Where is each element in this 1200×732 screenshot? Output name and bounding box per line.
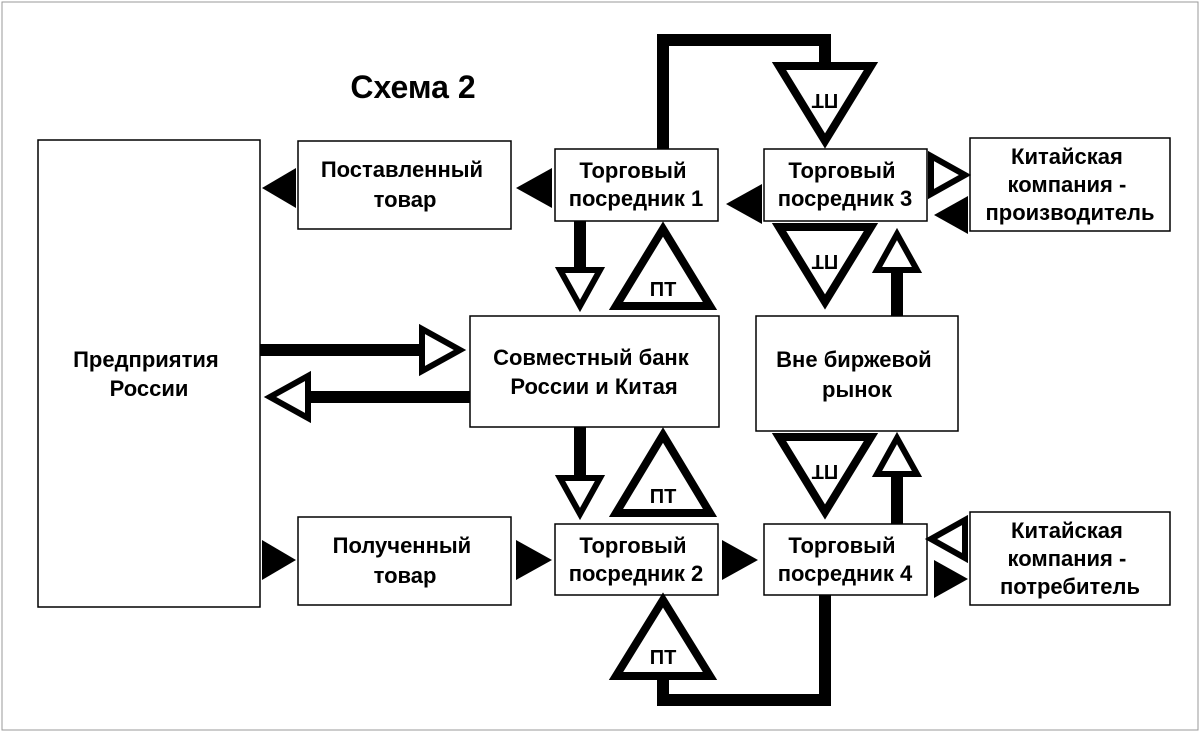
pt-label-top: ПТ: [812, 89, 839, 111]
node-cn-producer-line-2: компания -: [1008, 172, 1127, 197]
connector-trader1-top-loop: [657, 34, 831, 149]
node-supplied-goods-line-1: Поставленный: [321, 157, 483, 182]
arrowhead-producer-to-trader3: [928, 150, 972, 200]
node-bank: Совместный банк России и Китая: [469, 315, 720, 428]
arrowhead-otc-to-trader3: [871, 227, 923, 273]
node-bank-line-1: Совместный банк: [493, 345, 690, 370]
node-trader-1-line-2: посредник 1: [569, 186, 703, 211]
node-trader-2-line-2: посредник 2: [569, 561, 703, 586]
node-cn-consumer-line-2: компания -: [1008, 546, 1127, 571]
node-russia-line-1: Предприятия: [73, 347, 219, 372]
node-cn-consumer-line-3: потребитель: [1000, 574, 1140, 599]
arrowhead-trader2-to-trader4: [722, 540, 758, 580]
pt-triangle-middle-left: [608, 427, 718, 517]
svg-text:Торговый посредник 4: Торговый посредник 4: [778, 533, 913, 586]
pt-label-lower-right: ПТ: [812, 460, 839, 482]
svg-text:Вне биржевой рынок: Вне биржевой рынок: [776, 347, 938, 402]
node-bank-line-2: России и Китая: [510, 374, 677, 399]
node-trader-1-line-1: Торговый: [579, 158, 686, 183]
arrowhead-bank-to-trader2: [554, 475, 606, 521]
arrowhead-producer-to-trader3-solid: [934, 196, 968, 234]
node-cn-producer-line-3: производитель: [985, 200, 1154, 225]
node-trader-4: Торговый посредник 4: [763, 523, 928, 596]
node-cn-producer: Китайская компания - производитель: [969, 137, 1171, 232]
arrowhead-consumer-from-trader4: [924, 514, 968, 564]
node-russia-line-2: России: [110, 376, 189, 401]
svg-text:Поставленный товар: Поставленный товар: [321, 157, 489, 212]
node-received-goods-line-2: товар: [374, 563, 437, 588]
node-trader-2-line-1: Торговый: [579, 533, 686, 558]
node-trader-1: Торговый посредник 1: [554, 148, 719, 222]
arrowhead-trader4-to-consumer: [934, 560, 968, 598]
node-received-goods-line-1: Полученный: [333, 533, 472, 558]
pt-label-bottom: ПТ: [650, 647, 677, 669]
arrowhead-supplied-to-russia: [262, 168, 296, 208]
node-otc-line-1: Вне биржевой: [776, 347, 932, 372]
svg-text:Торговый посредник 3: Торговый посредник 3: [778, 158, 912, 211]
pt-triangle-top: [771, 62, 879, 149]
node-russia: Предприятия России: [37, 139, 261, 608]
node-trader-4-line-2: посредник 4: [778, 561, 913, 586]
arrowhead-trader3-to-trader1: [726, 184, 762, 224]
arrowhead-received-to-trader2: [516, 540, 552, 580]
diagram-title: Схема 2: [350, 69, 475, 105]
arrowhead-russia-to-bank: [419, 323, 467, 377]
svg-text:Полученный товар: Полученный товар: [333, 533, 478, 588]
arrowhead-trader1-to-supplied: [516, 168, 552, 208]
node-supplied-goods: Поставленный товар: [297, 140, 512, 230]
pt-label-upper-left: ПТ: [650, 279, 677, 301]
arrowhead-trader1-to-bank: [554, 267, 606, 313]
node-otc: Вне биржевой рынок: [755, 315, 959, 432]
pt-triangle-lower-right: [771, 433, 879, 520]
pt-triangle-bottom: [608, 592, 718, 680]
pt-label-upper-right: ПТ: [812, 250, 839, 272]
node-trader-3: Торговый посредник 3: [763, 148, 928, 222]
node-received-goods: Полученный товар: [297, 516, 512, 606]
node-trader-2: Торговый посредник 2: [554, 523, 719, 596]
arrowhead-trader4-to-otc: [871, 431, 923, 477]
svg-text:Совместный банк России и: Совместный банк России и Китая: [493, 345, 695, 399]
svg-text:Китайская компания -: Китайская компания - производитель: [985, 144, 1154, 225]
node-trader-3-line-2: посредник 3: [778, 186, 912, 211]
node-trader-3-line-1: Торговый: [788, 158, 895, 183]
svg-text:Предприятия России: Предприятия России: [73, 347, 225, 401]
svg-text:Торговый посредник 1: Торговый посредник 1: [569, 158, 703, 211]
arrowhead-bank-to-russia: [263, 370, 311, 424]
pt-triangle-upper-left: [608, 221, 718, 310]
pt-label-middle-left: ПТ: [650, 486, 677, 508]
node-cn-consumer: Китайская компания - потребитель: [969, 511, 1171, 606]
node-trader-4-line-1: Торговый: [788, 533, 895, 558]
node-cn-producer-line-1: Китайская: [1011, 144, 1123, 169]
svg-text:Торговый посредник 2: Торговый посредник 2: [569, 533, 703, 586]
arrowhead-russia-to-received: [262, 540, 296, 580]
node-otc-line-2: рынок: [822, 377, 893, 402]
node-cn-consumer-line-1: Китайская: [1011, 518, 1123, 543]
connector-trader4-bottom-loop: [657, 595, 831, 706]
svg-text:Китайская компания -: Китайская компания - потребитель: [1000, 518, 1140, 599]
node-supplied-goods-line-2: товар: [374, 187, 437, 212]
pt-triangle-upper-right: [771, 223, 879, 310]
